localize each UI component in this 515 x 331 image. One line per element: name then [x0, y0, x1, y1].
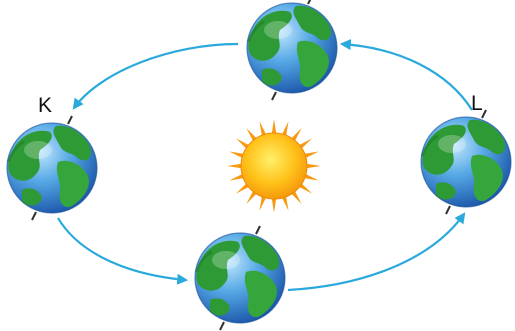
earth-top-icon: [247, 0, 337, 100]
orbit-arrow-top-left: [74, 44, 238, 108]
position-label-k: K: [38, 94, 52, 117]
earth-right-icon: [421, 110, 511, 214]
orbit-arrow-left-bottom: [58, 218, 186, 280]
position-label-l: L: [471, 92, 483, 115]
earth-left-icon: [7, 116, 97, 220]
sun-icon: [227, 119, 321, 213]
orbit-arrow-right-top: [342, 44, 472, 110]
earth-bottom-icon: [195, 226, 285, 330]
orbit-arrow-bottom-right: [288, 214, 464, 290]
